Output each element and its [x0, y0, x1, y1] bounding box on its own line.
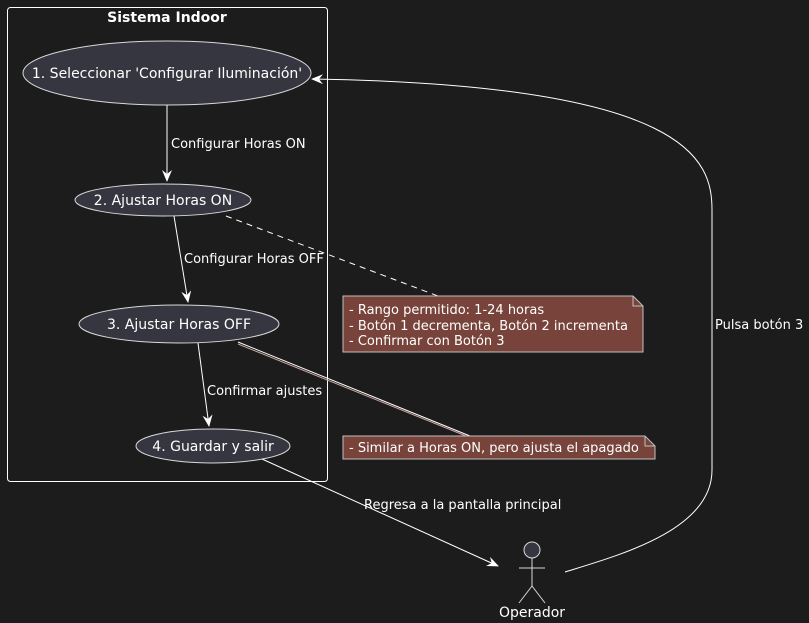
- edge-uc1-uc2-label: Configurar Horas ON: [171, 137, 306, 152]
- note-2-connector-shadow: [237, 343, 467, 437]
- use-case-3-label: 3. Ajustar Horas OFF: [107, 317, 251, 333]
- note-2: - Similar a Horas ON, pero ajusta el apa…: [342, 435, 656, 460]
- edge-uc3-uc4: [197, 342, 213, 427]
- actor-label: Operador: [499, 605, 565, 621]
- edge-uc4-actor: [261, 458, 499, 567]
- use-case-4[interactable]: 4. Guardar y salir: [135, 428, 291, 464]
- note-1-line-2: - Botón 1 decrementa, Botón 2 incrementa: [349, 319, 628, 334]
- actor-operador[interactable]: Operador: [499, 541, 565, 621]
- use-case-1-label: 1. Seleccionar 'Configurar Iluminación': [32, 66, 302, 82]
- use-case-1[interactable]: 1. Seleccionar 'Configurar Iluminación': [22, 40, 312, 106]
- note-1-line-3: - Confirmar con Botón 3: [349, 334, 505, 349]
- edge-uc2-uc3: [173, 215, 192, 303]
- use-case-2-label: 2. Ajustar Horas ON: [94, 193, 232, 209]
- note-1-line-1: - Rango permitido: 1-24 horas: [349, 303, 544, 318]
- note-1: - Rango permitido: 1-24 horas - Botón 1 …: [342, 295, 644, 353]
- note-1-connector: [225, 215, 439, 297]
- system-title: Sistema Indoor: [107, 10, 227, 26]
- edge-uc2-uc3-label: Configurar Horas OFF: [184, 252, 324, 267]
- edge-actor-uc1-label: Pulsa botón 3: [715, 318, 803, 333]
- note-2-line-1: - Similar a Horas ON, pero ajusta el apa…: [349, 441, 639, 456]
- use-case-2[interactable]: 2. Ajustar Horas ON: [74, 183, 252, 217]
- system-boundary: [7, 7, 328, 482]
- edge-actor-uc1: [311, 74, 713, 573]
- actor-head: [523, 541, 541, 559]
- use-case-3[interactable]: 3. Ajustar Horas OFF: [78, 304, 280, 344]
- edge-uc4-actor-label: Regresa a la pantalla principal: [364, 498, 561, 513]
- use-case-4-label: 4. Guardar y salir: [152, 439, 274, 455]
- edge-uc3-uc4-label: Confirmar ajustes: [207, 384, 322, 399]
- note-2-connector: [237, 341, 471, 437]
